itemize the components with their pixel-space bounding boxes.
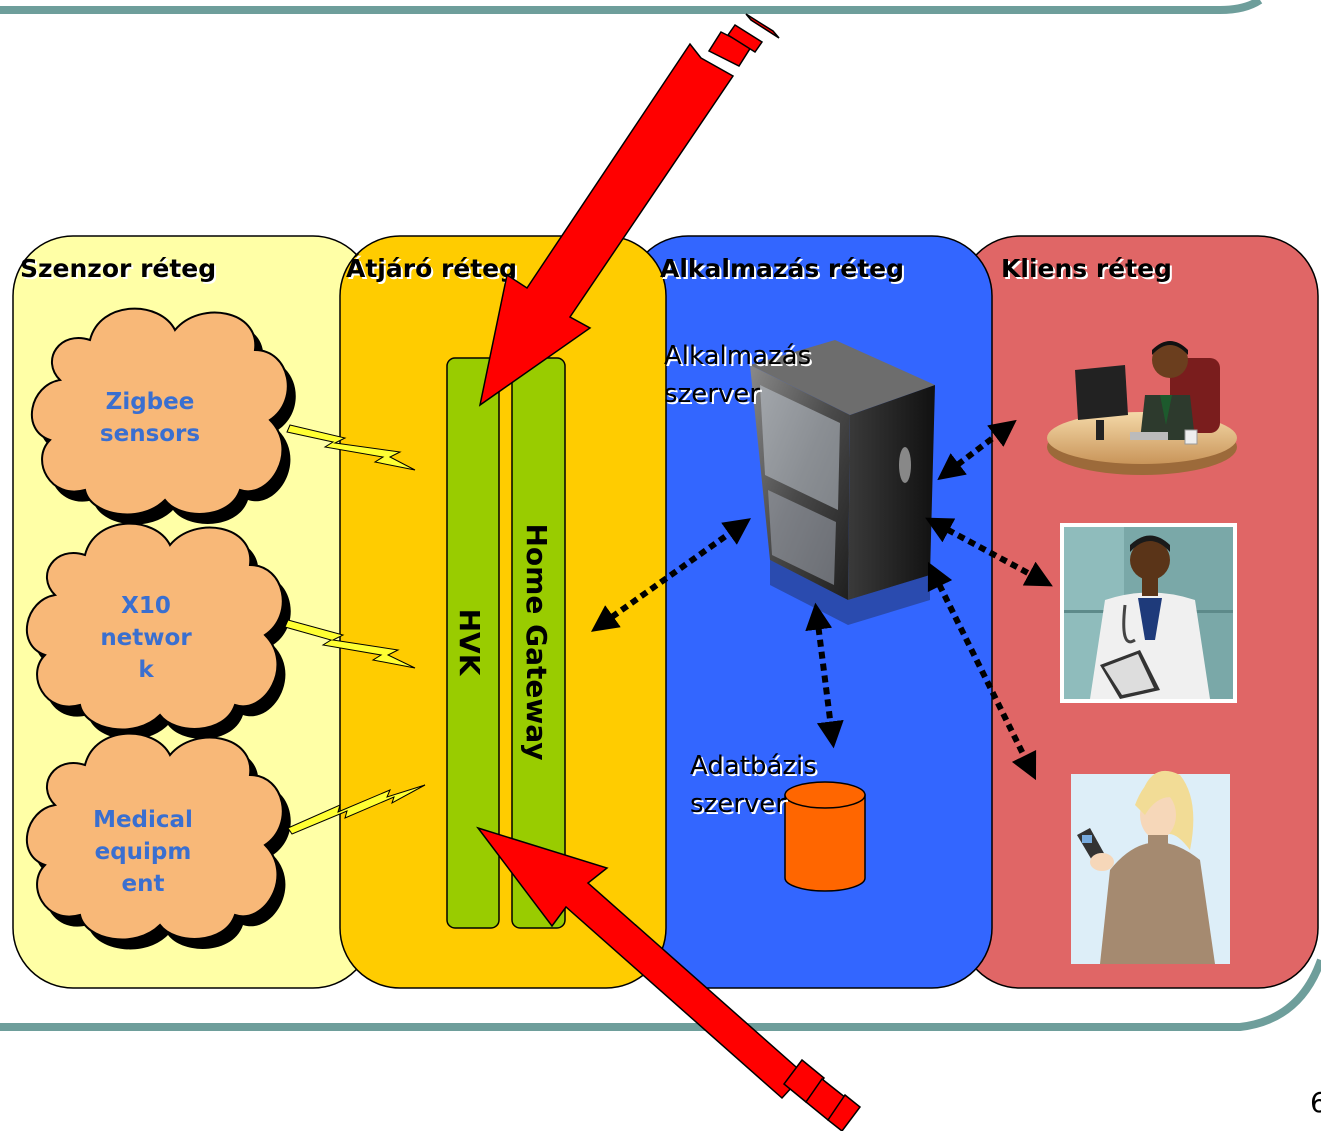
home-gateway-bar: Home Gateway [511,357,566,929]
server-tower-icon [750,340,935,625]
svg-text:Alkalmazás réteg: Alkalmazás réteg [662,256,906,285]
slide-frame [0,0,1321,1031]
svg-text:szerver: szerver [692,791,788,821]
hvk-bar: HVK [446,357,500,929]
svg-text:Alkalmazás: Alkalmazás [666,343,813,373]
svg-text:szerver: szerver [664,379,760,409]
x10-cloud: X10 networ k [26,522,291,740]
server-client3-arrow [927,561,1037,781]
doctor-icon [1060,523,1237,703]
lightning-icon [286,424,416,471]
svg-text:szerver: szerver [690,789,786,819]
mobile-phone-user-icon [1071,770,1230,964]
server-client1-arrow [937,419,1017,481]
lightning-bolts [284,424,426,835]
medical-cloud: Medical equipm ent [26,732,291,950]
svg-text:HVK: HVK [453,609,486,677]
page-number: 6 [1310,1086,1321,1119]
gateway-lane-title: Átjáró réteg Átjáró réteg [346,254,519,285]
svg-text:Átjáró réteg: Átjáró réteg [348,256,519,285]
cloud-label-line: equipm [95,839,192,865]
server-database-arrow [805,602,844,749]
svg-text:Átjáró réteg: Átjáró réteg [346,254,517,283]
cloud-label-line: X10 [121,593,171,619]
application-lane-title: Alkalmazás réteg Alkalmazás réteg [660,254,906,285]
svg-text:Kliens réteg: Kliens réteg [1001,254,1172,283]
cloud-label-line: Zigbee [106,389,195,415]
top-red-arrow [478,13,780,407]
svg-text:Home Gateway: Home Gateway [520,524,553,761]
application-server-label: Alkalmazás Alkalmazás szerver szerver [664,341,813,411]
gateway-server-arrow [590,518,752,632]
sensor-lane-title: Szenzor réteg Szenzor réteg [20,254,218,285]
connection-arrows [590,419,1053,781]
database-cylinder-icon [784,781,866,892]
cloud-label-line: Medical [93,807,193,833]
client-lane-title: Kliens réteg Kliens réteg [1001,254,1174,285]
office-worker-icon [1047,341,1237,475]
cloud-label-line: ent [122,871,165,897]
zigbee-cloud: Zigbee sensors [31,307,296,525]
lightning-icon [284,619,416,669]
svg-text:Adatbázis: Adatbázis [690,751,817,781]
cloud-label-line: k [138,657,154,683]
svg-text:Szenzor réteg: Szenzor réteg [20,254,216,283]
svg-text:Adatbázis: Adatbázis [692,753,819,783]
svg-text:Szenzor réteg: Szenzor réteg [22,256,218,285]
bottom-red-arrow [475,826,862,1131]
lightning-icon [287,784,426,835]
database-server-label: Adatbázis Adatbázis szerver szerver [690,751,819,821]
svg-text:szerver: szerver [666,381,762,411]
svg-text:Alkalmazás: Alkalmazás [664,341,811,371]
svg-text:Alkalmazás réteg: Alkalmazás réteg [660,254,904,283]
cloud-label-line: networ [100,625,192,651]
svg-text:Kliens réteg: Kliens réteg [1003,256,1174,285]
cloud-label-line: sensors [100,421,200,447]
